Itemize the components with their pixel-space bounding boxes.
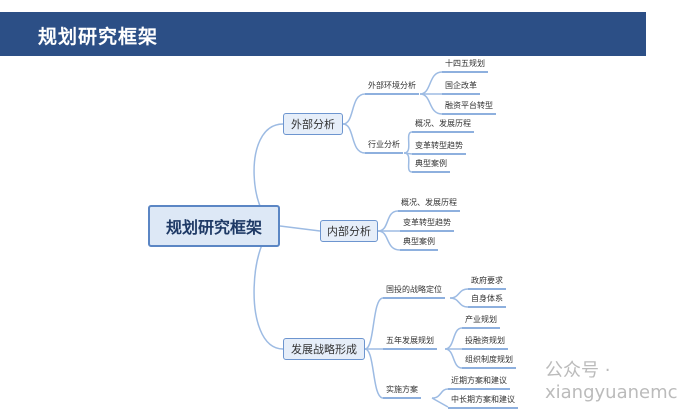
node-leaf[interactable]: 自身体系 xyxy=(468,293,506,308)
root-node[interactable]: 规划研究框架 xyxy=(148,205,280,247)
header-bar: 规划研究框架 xyxy=(0,12,646,56)
watermark: 公众号 · xiangyuanemc xyxy=(545,360,678,403)
node-leaf[interactable]: 融资平台转型 xyxy=(442,100,496,115)
node-leaf[interactable]: 组织制度规划 xyxy=(462,354,516,369)
node-leaf[interactable]: 十四五规划 xyxy=(442,58,488,73)
node-five-year[interactable]: 五年发展规划 xyxy=(383,335,437,350)
node-leaf[interactable]: 概况、发展历程 xyxy=(398,197,460,212)
node-leaf[interactable]: 中长期方案和建议 xyxy=(448,394,518,409)
node-leaf[interactable]: 概况、发展历程 xyxy=(412,118,474,133)
node-implementation[interactable]: 实施方案 xyxy=(383,384,421,399)
node-external-env[interactable]: 外部环境分析 xyxy=(365,80,419,95)
node-internal-analysis[interactable]: 内部分析 xyxy=(320,220,378,242)
node-leaf[interactable]: 典型案例 xyxy=(400,236,438,251)
node-leaf[interactable]: 变革转型趋势 xyxy=(412,140,466,155)
node-leaf[interactable]: 变革转型趋势 xyxy=(400,217,454,232)
node-leaf[interactable]: 近期方案和建议 xyxy=(448,375,510,390)
node-leaf[interactable]: 典型案例 xyxy=(412,158,450,173)
node-leaf[interactable]: 投融资规划 xyxy=(462,335,508,350)
node-strategy-formation[interactable]: 发展战略形成 xyxy=(283,338,365,360)
node-leaf[interactable]: 产业规划 xyxy=(462,314,500,329)
node-leaf[interactable]: 政府要求 xyxy=(468,275,506,290)
node-industry[interactable]: 行业分析 xyxy=(365,139,403,154)
node-positioning[interactable]: 国投的战略定位 xyxy=(383,284,445,299)
node-leaf[interactable]: 国企改革 xyxy=(442,80,480,95)
page-title: 规划研究框架 xyxy=(38,26,159,48)
node-external-analysis[interactable]: 外部分析 xyxy=(283,113,343,135)
